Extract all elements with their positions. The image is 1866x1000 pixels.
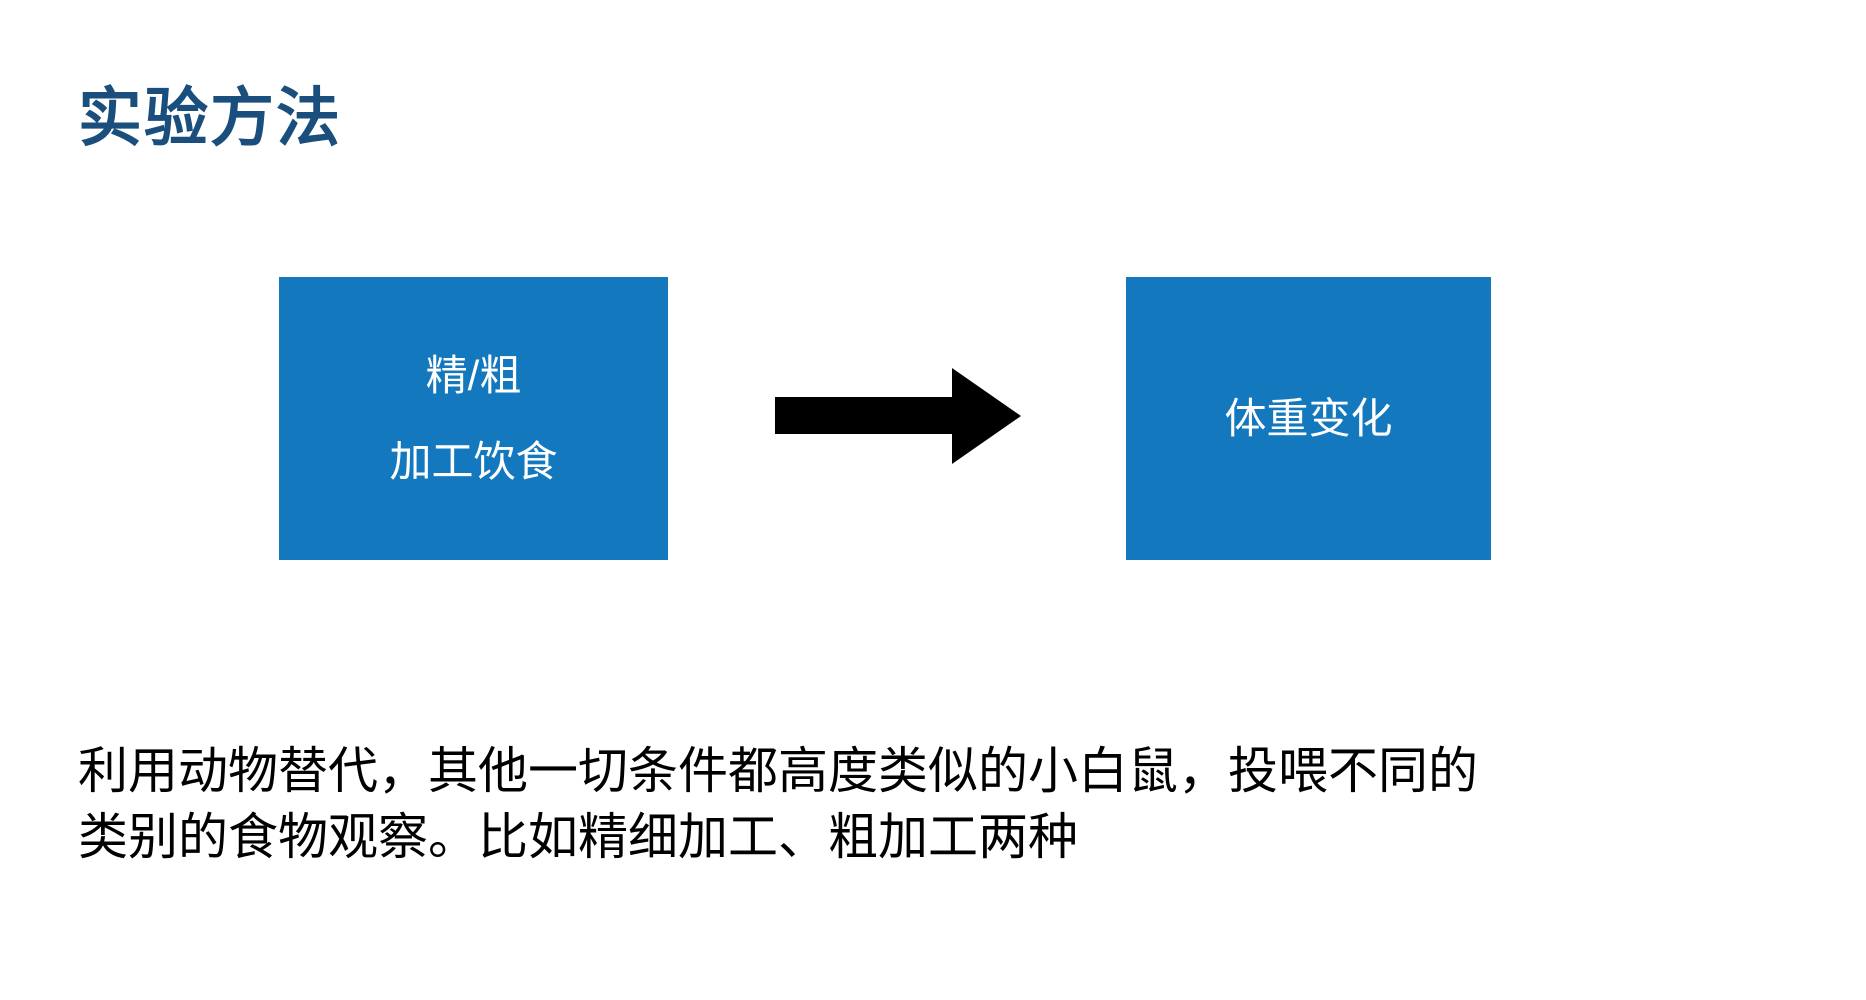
diagram-node-input-line-1: 精/粗 bbox=[425, 351, 522, 399]
diagram-node-input[interactable]: 精/粗 加工饮食 bbox=[279, 277, 668, 560]
body-paragraph: 利用动物替代，其他一切条件都高度类似的小白鼠，投喂不同的 类别的食物观察。比如精… bbox=[78, 738, 1778, 870]
right-arrow-icon bbox=[772, 368, 1024, 464]
body-paragraph-line-1: 利用动物替代，其他一切条件都高度类似的小白鼠，投喂不同的 bbox=[78, 743, 1478, 799]
diagram-node-output-line-1: 体重变化 bbox=[1224, 394, 1393, 442]
page-title: 实验方法 bbox=[78, 82, 342, 154]
diagram-node-input-line-2: 加工饮食 bbox=[389, 437, 558, 485]
diagram-node-output[interactable]: 体重变化 bbox=[1126, 277, 1491, 560]
body-paragraph-line-2: 类别的食物观察。比如精细加工、粗加工两种 bbox=[78, 809, 1078, 865]
